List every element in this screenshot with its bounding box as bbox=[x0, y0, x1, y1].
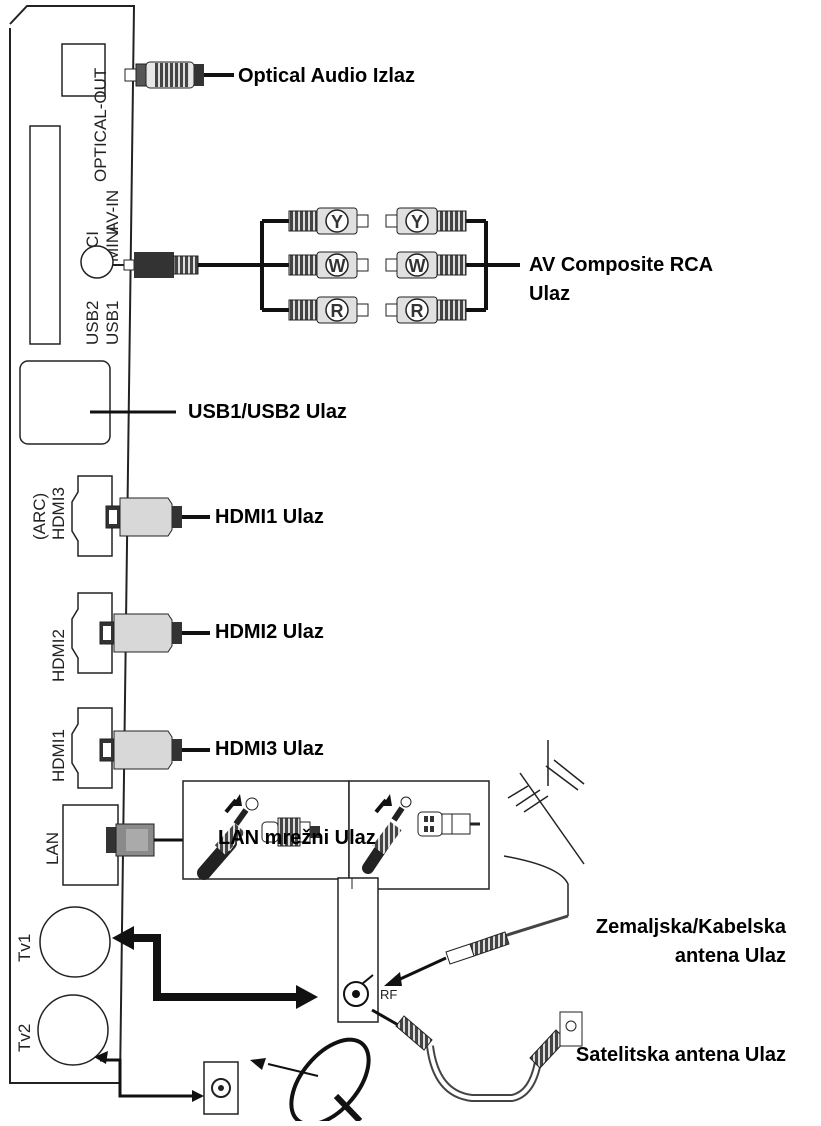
av-in-port-label: AV-IN bbox=[103, 190, 122, 233]
rca-plug-r-left: R bbox=[288, 296, 369, 324]
hdmi1-label: HDMI1 Ulaz bbox=[215, 506, 324, 528]
rca-plug-w-left: W bbox=[288, 251, 369, 279]
lan-port-label: LAN bbox=[43, 832, 62, 865]
optical-out-port-label: OPTICAL-OUT bbox=[91, 68, 110, 182]
sat-to-tv2-arrow bbox=[94, 1051, 204, 1102]
hdmi2-label: HDMI2 Ulaz bbox=[215, 621, 324, 643]
hdmi1-port bbox=[71, 707, 113, 789]
lan-cable-plug bbox=[106, 823, 206, 857]
coax-plug-angle-icon bbox=[197, 794, 259, 880]
rca-letter-w-right: W bbox=[409, 256, 426, 276]
hdmi3-label: HDMI3 Ulaz bbox=[215, 738, 324, 760]
rca-letter-y-left: Y bbox=[331, 212, 343, 232]
tv2-port-label: Tv2 bbox=[15, 1024, 34, 1052]
rca-letter-r-left: R bbox=[331, 301, 344, 321]
rca-letter-r-right: R bbox=[411, 301, 424, 321]
optical-cable-plug bbox=[124, 61, 234, 89]
rf-jack-label: RF bbox=[380, 987, 397, 1002]
hdmi-cable-plug-3 bbox=[99, 730, 210, 770]
rca-plug-r-right: R bbox=[385, 296, 467, 324]
satellite-cable-loop bbox=[371, 1008, 583, 1102]
rca-plug-w-right: W bbox=[385, 251, 467, 279]
satellite-antenna-label: Satelitska antena Ulaz bbox=[575, 1044, 786, 1066]
hdmi3-arc-port-label-1: (ARC) bbox=[30, 493, 49, 540]
tv2-port bbox=[37, 994, 109, 1066]
usb-label: USB1/USB2 Ulaz bbox=[188, 401, 347, 423]
rca-letter-w-left: W bbox=[329, 256, 346, 276]
hdmi3-arc-port bbox=[71, 475, 113, 557]
tv1-port-label: Tv1 bbox=[15, 934, 34, 962]
rca-plug-y-left: Y bbox=[288, 207, 369, 235]
av-composite-label-line2: Ulaz bbox=[529, 283, 571, 305]
usb-port bbox=[19, 360, 111, 445]
mini-av-in-jack bbox=[80, 245, 114, 279]
hdmi-cable-plug-2 bbox=[99, 613, 210, 653]
satellite-dish-icon bbox=[250, 1037, 371, 1126]
tv1-port bbox=[39, 906, 111, 978]
terrestrial-antenna-label-line2: antena Ulaz bbox=[674, 945, 786, 967]
rca-letter-y-right: Y bbox=[411, 212, 423, 232]
av-composite-label-line1: AV Composite RCA bbox=[529, 254, 714, 276]
optical-audio-label: Optical Audio Izlaz bbox=[238, 65, 416, 87]
ci-slot bbox=[29, 125, 61, 345]
rf-to-tv1-arrow bbox=[112, 926, 318, 1009]
ci-slot-label: CI bbox=[83, 231, 102, 248]
terrestrial-antenna-label-line1: Zemaljska/Kabelska bbox=[595, 916, 786, 938]
rca-plug-y-right: Y bbox=[385, 207, 467, 235]
coax-plug-straight-icon bbox=[261, 817, 320, 847]
f-connector-straight-icon bbox=[417, 811, 480, 837]
f-connector-angle-icon bbox=[362, 794, 412, 874]
mini-av-cable-plug bbox=[112, 252, 262, 278]
hdmi3-arc-port-label-2: HDMI3 bbox=[49, 487, 68, 540]
usb1-port-label: USB1 bbox=[103, 301, 122, 345]
hdmi-cable-plug-1 bbox=[105, 497, 210, 537]
usb2-port-label: USB2 bbox=[83, 301, 102, 345]
terrestrial-antenna-cable bbox=[384, 914, 569, 986]
terrestrial-antenna-icon bbox=[503, 740, 585, 916]
hdmi2-port-label: HDMI2 bbox=[49, 629, 68, 682]
hdmi2-port bbox=[71, 592, 113, 674]
lan-label: LAN mrežni Ulaz bbox=[218, 827, 376, 849]
hdmi1-port-label: HDMI1 bbox=[49, 729, 68, 782]
rca-splitter-wires bbox=[260, 219, 520, 312]
optical-out-port bbox=[61, 43, 106, 97]
